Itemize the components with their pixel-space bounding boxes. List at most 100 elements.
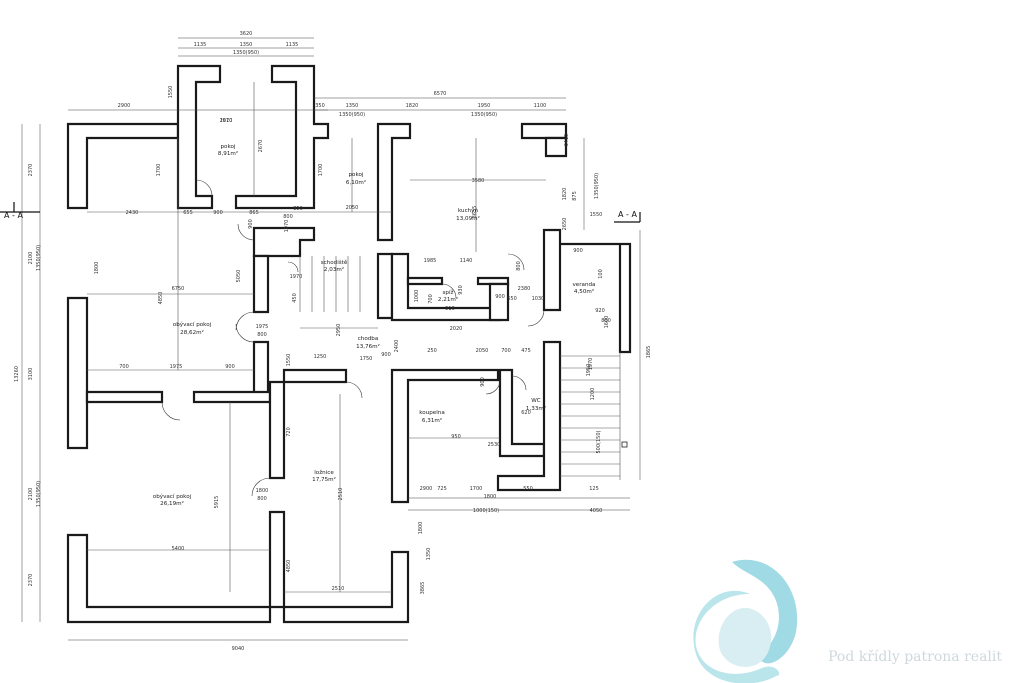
- dim-interior: 800: [516, 261, 522, 271]
- dim-interior: 1970: [284, 220, 290, 233]
- dim-interior: 1700: [318, 164, 324, 177]
- wall-left-bottom: [66, 533, 272, 624]
- wall-bedroom-left2: [268, 510, 286, 609]
- dim-interior: 1800: [94, 262, 100, 275]
- wall-tower-right: [234, 64, 330, 210]
- dim-top: 1350: [240, 42, 253, 48]
- wall-kitchen-top: [520, 122, 568, 140]
- dim-interior: 2380: [518, 286, 531, 292]
- dim-interior: 2050: [346, 205, 359, 211]
- wall-center-vertical: [376, 252, 394, 320]
- room-name: WC: [531, 398, 541, 404]
- dim-left: 3100: [28, 368, 34, 381]
- dim-interior: 725: [437, 486, 447, 492]
- walls: [66, 64, 632, 624]
- dim-interior: 900: [480, 377, 486, 387]
- dim-interior: 1975: [170, 364, 183, 370]
- wall-kitchen-east: [544, 136, 568, 158]
- dim-interior: 2510: [332, 586, 345, 592]
- dim-interior: 2900: [420, 486, 433, 492]
- dim-interior: 1550: [168, 86, 174, 99]
- room-area: 6,31m²: [422, 417, 442, 424]
- dim-interior: 900: [225, 364, 235, 370]
- room-name: spíž: [443, 289, 454, 296]
- dim-interior: 3655: [472, 206, 478, 219]
- dim-interior: 4050: [590, 508, 603, 514]
- dim-interior: 1865: [646, 346, 652, 359]
- dim-interior: 655: [183, 210, 193, 216]
- dim-upper: 6570: [434, 91, 447, 97]
- dim-interior: 1250: [314, 354, 327, 360]
- dim-interior: 5050: [236, 270, 242, 283]
- dim-left-total: 13260: [14, 366, 20, 382]
- brand-name: Pod křídly patrona realit: [828, 649, 1002, 665]
- room-area: 2,03m²: [324, 266, 344, 273]
- dim-interior: 900: [381, 352, 391, 358]
- dim-interior: 720: [286, 427, 292, 437]
- dim-interior: 1950: [586, 364, 592, 377]
- dimension-texts: 3620 1135 1350 1135 1350(950) 2900 6570 …: [14, 31, 546, 652]
- dim-interior: 2670: [258, 140, 264, 153]
- stairs: [299, 256, 628, 480]
- section-mark-right: A - A: [618, 210, 637, 219]
- room-area: 13,09m²: [456, 215, 480, 222]
- dim-interior: 1750: [360, 356, 373, 362]
- dim-interior: 5400: [172, 546, 185, 552]
- dim-interior: 950: [451, 434, 461, 440]
- wall-horizontal-mid: [85, 390, 164, 404]
- dim-interior: 1030: [532, 296, 545, 302]
- dim-interior: 125: [589, 486, 599, 492]
- dim-interior: 700: [428, 294, 434, 304]
- section-marks: A - A A - A: [0, 202, 641, 223]
- dim-interior: 475: [521, 348, 531, 354]
- dim-interior: 1970: [290, 274, 303, 280]
- dim-top-total: 3620: [240, 31, 253, 37]
- dim-interior: 900: [248, 219, 254, 229]
- wall-kitchen-right: [488, 282, 510, 322]
- room-name: ložnice: [314, 469, 334, 476]
- dim-interior: 2530: [488, 442, 501, 448]
- dim-interior: 450: [292, 293, 298, 303]
- dim-upper: 1820: [406, 103, 419, 109]
- dim-interior: 1000: [414, 290, 420, 303]
- dim-interior: 3580: [472, 178, 485, 184]
- dim-upper: 1350(950): [471, 112, 497, 118]
- dim-upper: 1350: [346, 103, 359, 109]
- dim-interior: 1350: [426, 548, 432, 561]
- wall-living-divider: [252, 340, 270, 396]
- dim-interior: 875: [572, 191, 578, 201]
- dim-interior: 1985: [424, 258, 437, 264]
- dim-interior: 900: [495, 294, 505, 300]
- dim-interior: 250: [427, 348, 437, 354]
- dim-interior: 1800: [418, 522, 424, 535]
- dim-upper: 1350(950): [339, 112, 365, 118]
- dim-interior: 850: [293, 206, 303, 212]
- room-area: 17,75m²: [312, 476, 336, 483]
- dim-interior: 1800: [256, 488, 269, 494]
- wall-center-core: [376, 122, 412, 242]
- dim-interior: 550: [523, 486, 533, 492]
- dim-interior: 800: [283, 214, 293, 220]
- dim-interior: 700: [501, 348, 511, 354]
- dim-left: 1350(950): [36, 245, 42, 271]
- dim-interior: 2610: [220, 118, 233, 124]
- section-mark-left: A - A: [4, 211, 23, 220]
- dim-interior: 1600: [604, 316, 610, 329]
- dim-interior: 800: [601, 318, 611, 324]
- dim-interior: 930: [458, 285, 464, 295]
- wall-stair-left: [252, 254, 270, 314]
- dim-top: 1135: [286, 42, 299, 48]
- dim-interior: 4850: [158, 292, 164, 305]
- dim-interior: 6750: [172, 286, 185, 292]
- wall-left-middle: [66, 296, 89, 450]
- dim-interior: 1700: [470, 486, 483, 492]
- dim-interior: 6415: [564, 134, 570, 147]
- dim-interior: 620: [521, 410, 531, 416]
- room-name: chodba: [358, 336, 379, 342]
- dim-interior: 1820: [562, 188, 568, 201]
- dim-interior: 900: [573, 248, 583, 254]
- room-area: 6,10m²: [346, 179, 366, 186]
- dim-upper: 2900: [118, 103, 131, 109]
- dim-left: 2370: [28, 164, 34, 177]
